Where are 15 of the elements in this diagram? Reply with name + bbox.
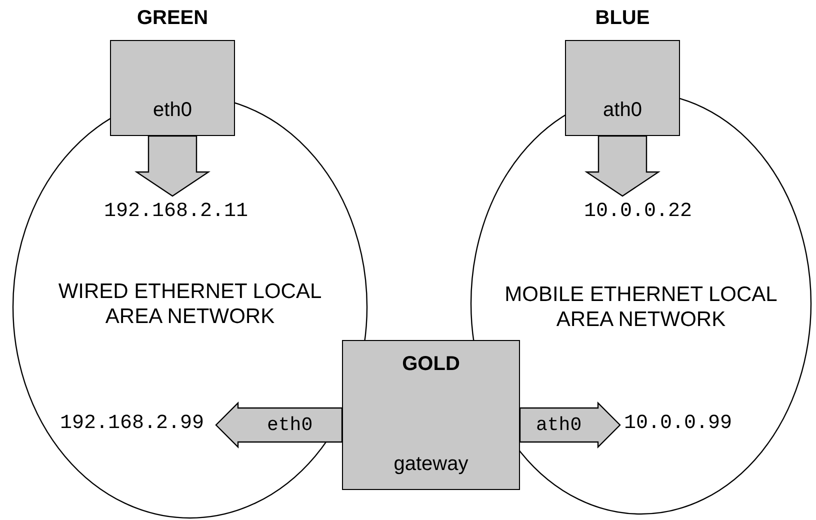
host-name: GREEN xyxy=(136,7,210,30)
block-arrow xyxy=(584,135,660,197)
host-name: GOLD xyxy=(401,353,461,376)
ip-address: 192.168.2.99 xyxy=(60,412,212,438)
host-name: BLUE xyxy=(594,7,651,30)
role-label: gateway xyxy=(392,453,470,476)
network-label: WIRED ETHERNET LOCAL AREA NETWORK xyxy=(57,279,323,329)
ip-address: 10.0.0.99 xyxy=(624,412,744,438)
network-label: MOBILE ETHERNET LOCAL AREA NETWORK xyxy=(504,282,778,332)
ip-address: 192.168.2.11 xyxy=(104,200,254,226)
ip-address: 10.0.0.22 xyxy=(584,200,694,226)
interface-label: eth0 xyxy=(152,99,193,122)
interface-label: ath0 xyxy=(602,99,643,122)
gateway-box xyxy=(342,340,520,490)
block-arrow xyxy=(134,135,210,197)
